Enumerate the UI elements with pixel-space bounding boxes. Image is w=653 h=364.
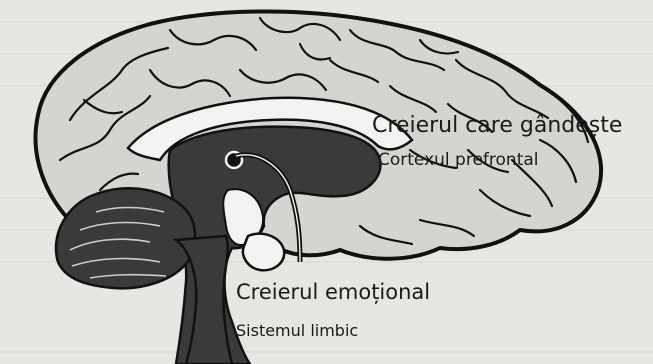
thinking-brain-title: Creierul care gândește [372,113,622,138]
thinking-brain-subtitle: Cortexul prefrontal [378,150,539,170]
emotional-brain-subtitle: Sistemul limbic [236,321,358,340]
pituitary-region [243,234,284,271]
cerebellum [56,188,195,288]
emotional-brain-title: Creierul emoțional [236,280,430,304]
